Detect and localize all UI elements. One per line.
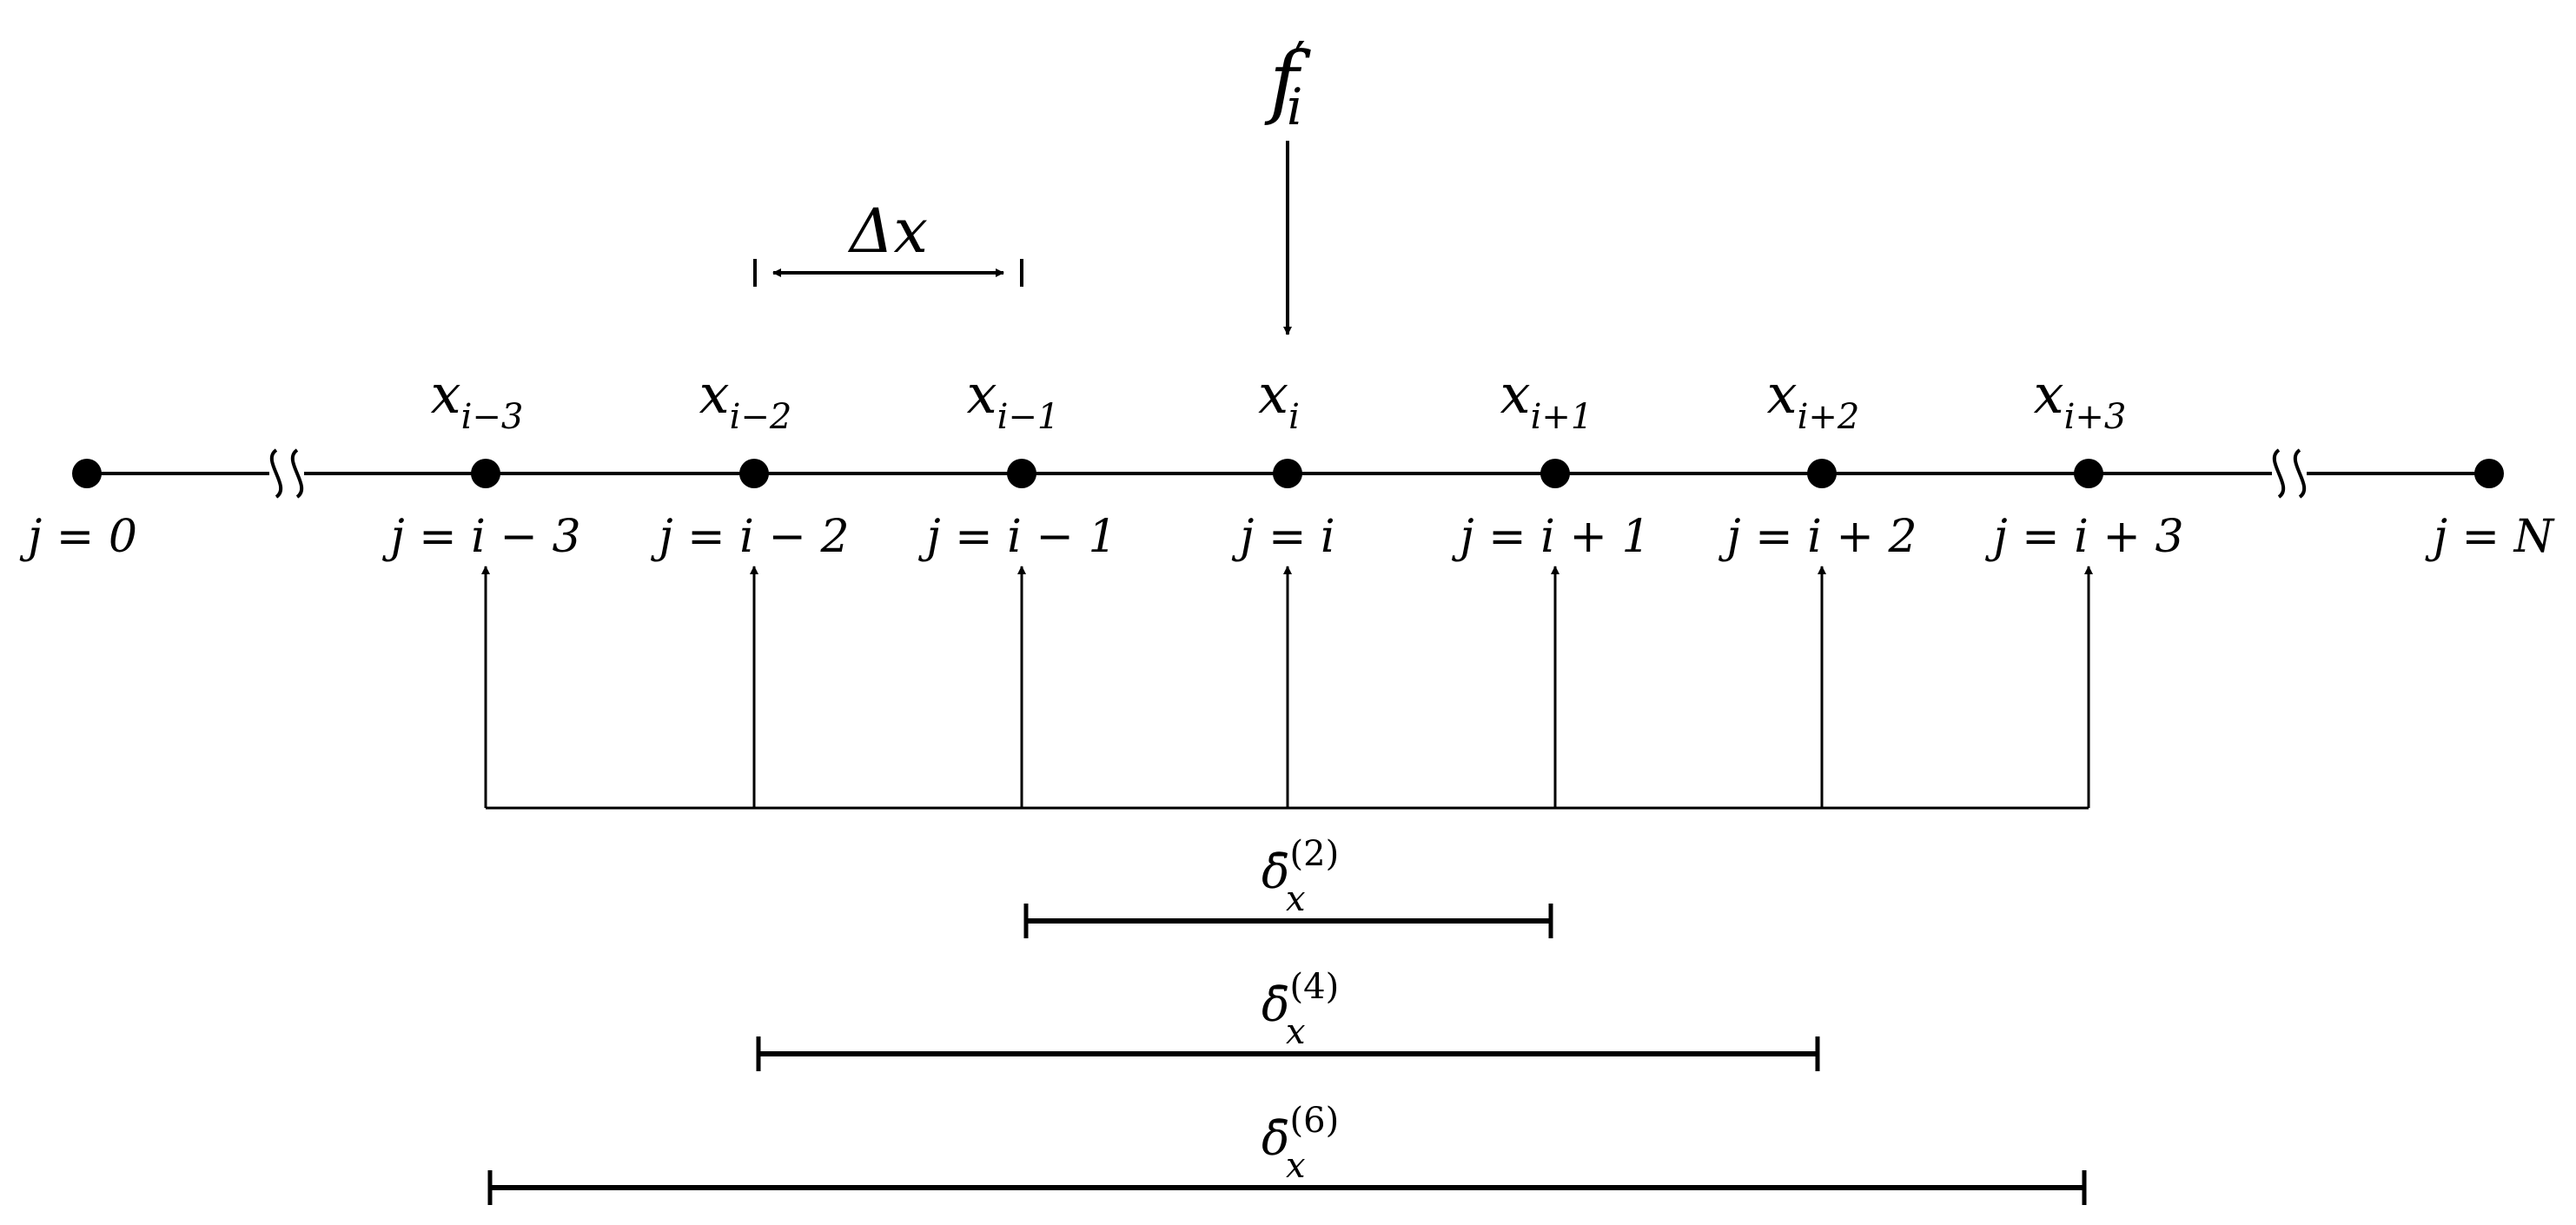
node-index-label: j = N [2425, 511, 2555, 563]
node-index-label: j = i − 3 [381, 511, 580, 563]
node-index-label: j = i − 2 [650, 511, 849, 563]
node-6: xi+2 j = i + 2 [1718, 362, 1917, 563]
node-position-label: xi+3 [2034, 362, 2127, 437]
node-dot [2074, 459, 2103, 488]
node-index-label: j = i − 1 [917, 511, 1116, 563]
node-index-label: j = i + 1 [1451, 511, 1650, 563]
spacing-indicator: Δx [753, 195, 1023, 287]
node-index-label: j = i + 2 [1718, 511, 1917, 563]
grid-nodes: j = 0 xi−3 j = i − 3 xi−2 j = i − 2 xi−1 j = i… [19, 362, 2555, 563]
node-dot [1007, 459, 1036, 488]
node-position-label: xi−1 [967, 362, 1060, 437]
derivative-label: f′i [1264, 31, 1311, 136]
stencil-bars: δ̄(2)x δ̄(4)x δ̄(6)x [487, 834, 2087, 1205]
node-dot [739, 459, 769, 488]
node-7: xi+3 j = i + 3 [1984, 362, 2183, 563]
node-dot [1807, 459, 1837, 488]
node-4: xi j = i [1231, 362, 1334, 563]
node-index-label: j = i [1231, 511, 1334, 563]
node-5: xi+1 j = i + 1 [1451, 362, 1650, 563]
node-position-label: xi−3 [431, 362, 524, 437]
derivative-annotation: f′i [1264, 31, 1311, 335]
node-1: xi−3 j = i − 3 [381, 362, 580, 563]
stencil-label: δ̄(4)x [1262, 967, 1339, 1052]
node-index-label: j = i + 3 [1984, 511, 2183, 563]
stencil-label: δ̄(2)x [1262, 834, 1339, 919]
spacing-label: Δx [847, 195, 928, 267]
node-0: j = 0 [19, 459, 137, 563]
node-dot [72, 459, 102, 488]
node-dot [1273, 459, 1302, 488]
node-position-label: xi+1 [1500, 362, 1593, 437]
node-position-label: xi [1258, 362, 1300, 437]
node-3: xi−1 j = i − 1 [917, 362, 1116, 563]
break-mark-left [269, 448, 304, 499]
node-position-label: xi−2 [699, 362, 792, 437]
node-position-label: xi+2 [1767, 362, 1860, 437]
node-index-label: j = 0 [19, 511, 137, 563]
stencil-1: δ̄(4)x [756, 967, 1820, 1071]
node-8: j = N [2425, 459, 2555, 563]
node-dot [1540, 459, 1570, 488]
node-2: xi−2 j = i − 2 [650, 362, 849, 563]
break-mark-right [2272, 448, 2307, 499]
stencil-2: δ̄(6)x [487, 1101, 2087, 1205]
stencil-0: δ̄(2)x [1023, 834, 1553, 938]
stencil-contribution-arrows [481, 566, 2093, 810]
node-dot [471, 459, 500, 488]
node-dot [2474, 459, 2504, 488]
stencil-label: δ̄(6)x [1262, 1101, 1339, 1186]
